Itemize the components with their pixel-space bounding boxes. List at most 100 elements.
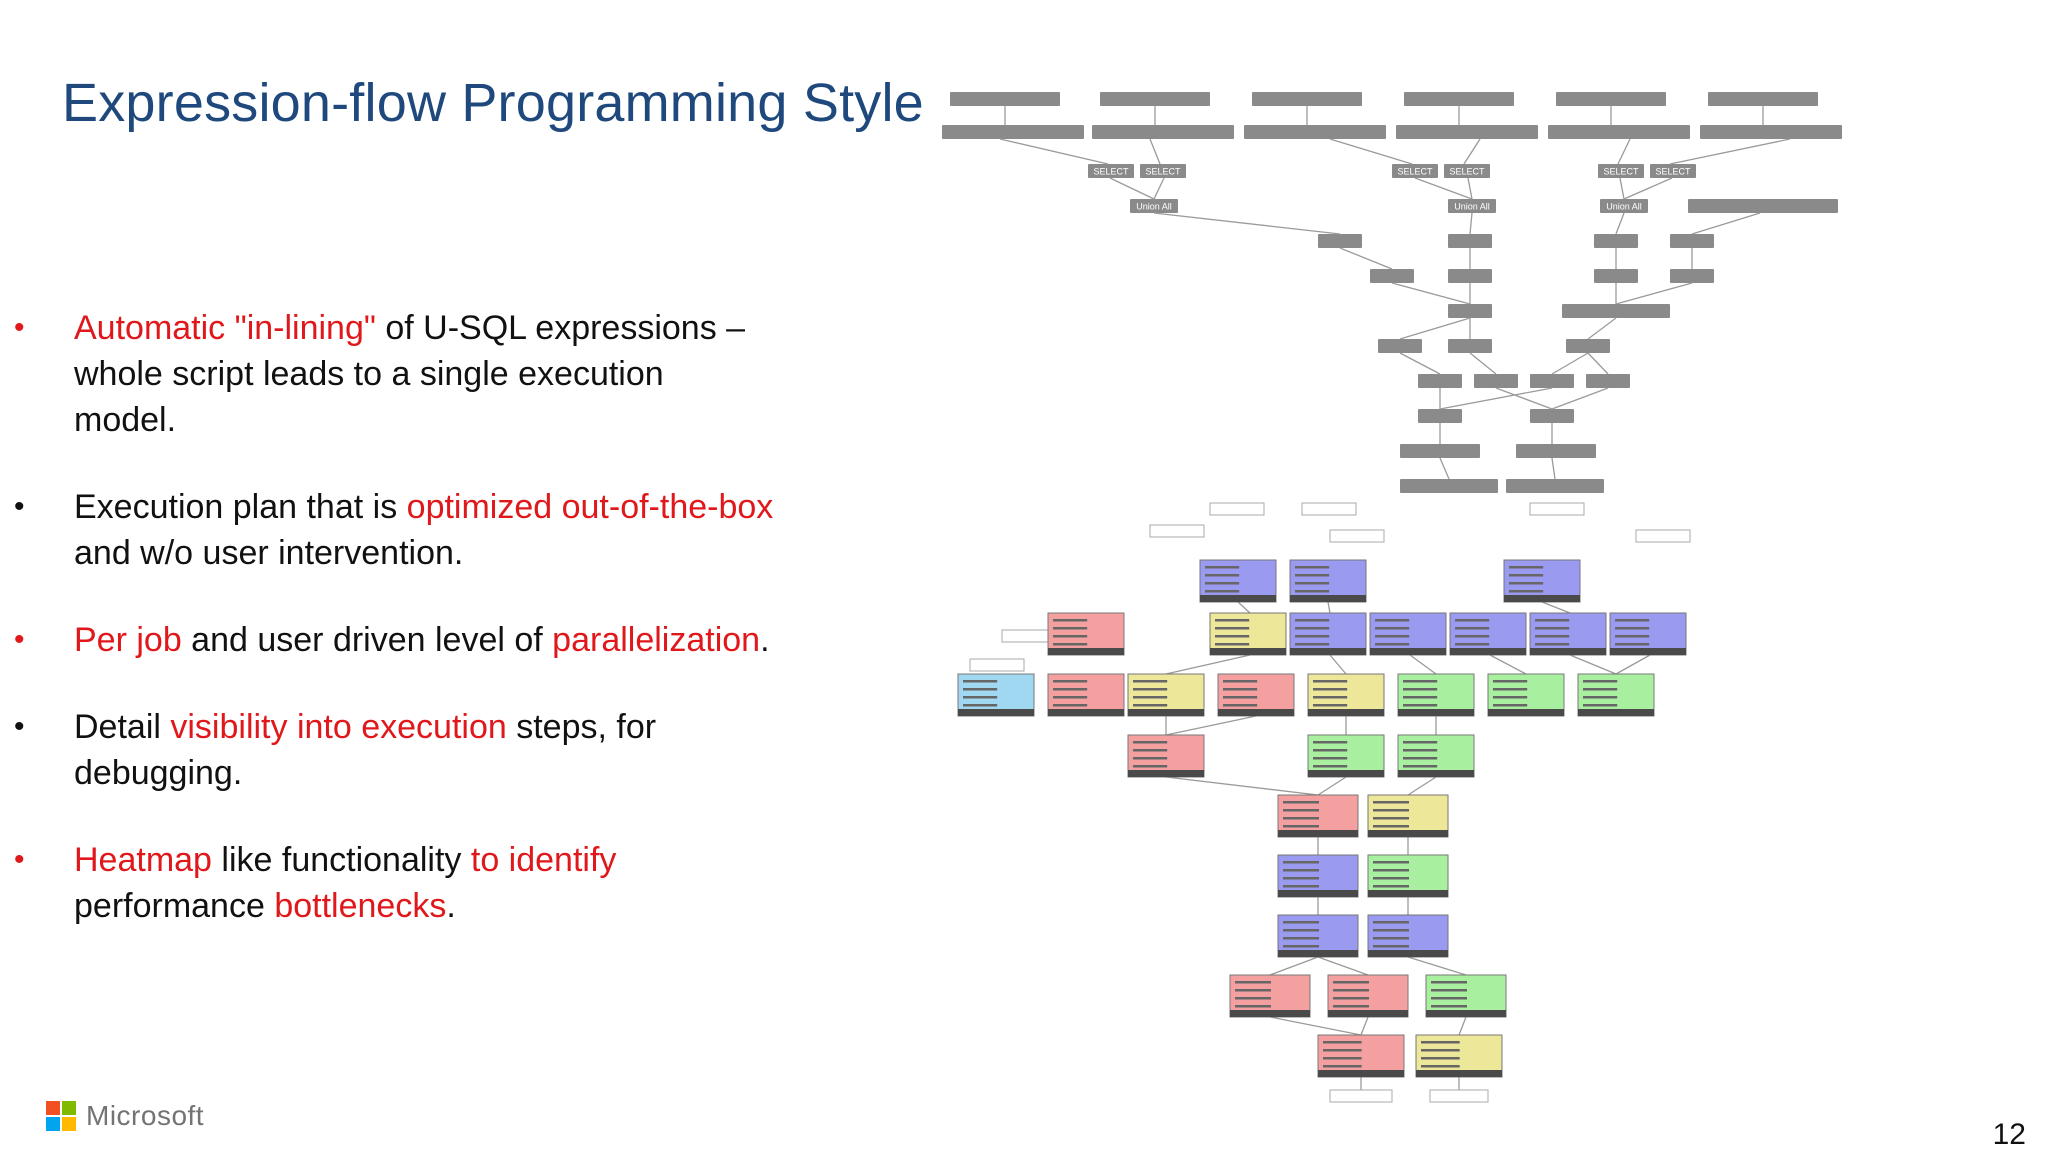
heatmap-node-stat <box>1535 635 1570 638</box>
heatmap-node-footer <box>1368 950 1448 957</box>
heatmap-node-stat <box>1295 643 1330 646</box>
heatmap-node-stat <box>1493 696 1528 699</box>
plan-edge <box>1495 387 1553 410</box>
plan-node-label: SELECT <box>1145 167 1181 177</box>
bullet-text-segment: Automatic "in-lining" <box>74 309 376 347</box>
plan-edge <box>1414 177 1473 200</box>
plan-node <box>1594 269 1638 283</box>
plan-node <box>1252 92 1362 106</box>
plan-edge <box>999 138 1109 165</box>
heatmap-node-stat <box>963 704 998 707</box>
heatmap-node-stat <box>1403 757 1438 760</box>
plan-node <box>1448 234 1492 248</box>
heatmap-node-footer <box>1308 770 1384 777</box>
plan-node <box>1516 444 1596 458</box>
heatmap-node-stat <box>1403 765 1438 768</box>
bullet-text-segment: Heatmap <box>74 841 212 879</box>
heatmap-node-stat <box>1455 643 1490 646</box>
heatmap-node-stat <box>1053 688 1088 691</box>
plan-node <box>1708 92 1818 106</box>
heatmap-node-footer <box>1230 1010 1310 1017</box>
bullet-text-segment: visibility into execution <box>170 708 507 746</box>
microsoft-logo-icon <box>46 1101 76 1131</box>
heatmap-node-stat <box>1295 582 1330 585</box>
heatmap-node-stat <box>1053 643 1088 646</box>
heatmap-node-footer <box>1488 709 1564 716</box>
plan-node <box>1378 339 1422 353</box>
heatmap-node-footer <box>1278 950 1358 957</box>
heatmap-node-stat <box>1323 1057 1362 1060</box>
heatmap-node-stat <box>1223 704 1258 707</box>
bullet-dot-icon: • <box>14 490 25 523</box>
plan-edge <box>1587 352 1609 375</box>
heatmap-node-stat <box>1509 590 1544 593</box>
heatmap-node-stat <box>1313 757 1348 760</box>
heatmap-node-stat <box>1295 619 1330 622</box>
heatmap-node-stat <box>1323 1049 1362 1052</box>
plan-edge <box>1615 654 1651 675</box>
bullet-dot-icon: • <box>14 710 25 743</box>
plan-node <box>1444 164 1490 178</box>
plan-node <box>1600 199 1648 213</box>
heatmap-node-stat <box>1455 619 1490 622</box>
heatmap-node-footer <box>1398 709 1474 716</box>
plan-node <box>1130 199 1178 213</box>
heatmap-node-stat <box>1615 635 1650 638</box>
heatmap-node-stat <box>1535 619 1570 622</box>
heatmap-label-box <box>1329 1089 1393 1103</box>
heatmap-node-stat <box>1223 688 1258 691</box>
plan-edge <box>1617 138 1631 165</box>
plan-node-label: Union All <box>1606 202 1642 212</box>
heatmap-node-stat <box>1283 937 1319 940</box>
heatmap-node-stat <box>1493 688 1528 691</box>
bullet-dot-icon: • <box>14 623 25 656</box>
plan-edge <box>1165 776 1319 796</box>
heatmap-node-stat <box>1295 590 1330 593</box>
heatmap-node-stat <box>1431 1005 1467 1008</box>
heatmap-node-stat <box>1431 997 1467 1000</box>
plan-edge <box>1615 212 1625 235</box>
plan-edge <box>1469 212 1473 235</box>
plan-edge <box>1551 387 1609 410</box>
plan-edge <box>1569 654 1617 675</box>
plan-edge <box>1615 282 1693 305</box>
heatmap-node-stat <box>1493 704 1528 707</box>
heatmap-node-footer <box>1398 770 1474 777</box>
heatmap-node-stat <box>963 680 998 683</box>
bullet-text-segment: and user driven level of <box>181 621 553 659</box>
plan-edge <box>1691 212 1761 235</box>
plan-edge <box>1391 282 1471 305</box>
plan-node-label: SELECT <box>1655 167 1691 177</box>
heatmap-node-stat <box>1455 627 1490 630</box>
heatmap-node-stat <box>1333 997 1369 1000</box>
heatmap-node-stat <box>1375 627 1410 630</box>
heatmap-node-stat <box>1375 619 1410 622</box>
plan-edge <box>1469 352 1497 375</box>
plan-node <box>1400 479 1498 493</box>
heatmap-node-stat <box>1215 635 1250 638</box>
plan-node <box>1562 304 1670 318</box>
bullet-list: •Automatic "in-lining" of U-SQL expressi… <box>0 305 820 970</box>
heatmap-node-stat <box>1133 680 1168 683</box>
plan-node <box>1688 199 1838 213</box>
heatmap-node-stat <box>1403 680 1438 683</box>
heatmap-node-stat <box>1133 704 1168 707</box>
heatmap-node-stat <box>1583 688 1618 691</box>
heatmap-label-box <box>1429 1089 1489 1103</box>
heatmap-node-footer <box>1368 890 1448 897</box>
heatmap-node-stat <box>1295 635 1330 638</box>
plan-node <box>1088 164 1134 178</box>
plan-edge <box>1619 177 1625 200</box>
plan-node <box>1404 92 1514 106</box>
plan-node <box>1548 125 1690 139</box>
plan-edge <box>1109 177 1155 200</box>
heatmap-node-stat <box>1323 1065 1362 1068</box>
heatmap-node-footer <box>1416 1070 1502 1077</box>
heatmap-node-stat <box>1283 877 1319 880</box>
heatmap-node-stat <box>963 688 998 691</box>
plan-node <box>1566 339 1610 353</box>
heatmap-node-stat <box>1509 582 1544 585</box>
heatmap-label-box <box>969 658 1025 672</box>
plan-node <box>1448 304 1492 318</box>
